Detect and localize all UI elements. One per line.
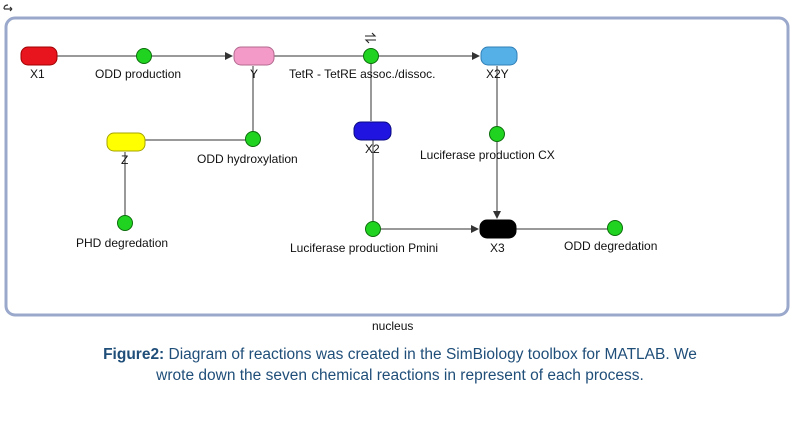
reaction-odd-production[interactable] — [136, 48, 152, 64]
reaction-odd-degredation[interactable] — [607, 220, 623, 236]
species-label-x2y: X2Y — [486, 67, 509, 81]
species-label-x1: X1 — [30, 67, 45, 81]
species-y[interactable] — [233, 46, 275, 66]
species-x3[interactable] — [479, 219, 517, 239]
connection-lines — [57, 52, 608, 233]
species-label-x3: X3 — [490, 241, 505, 255]
species-label-z: Z — [121, 153, 129, 167]
compartment-nucleus[interactable] — [4, 16, 790, 317]
species-label-y: Y — [250, 67, 259, 81]
figure-caption: Figure2: Diagram of reactions was create… — [100, 344, 700, 386]
species-label-x2: X2 — [365, 142, 380, 156]
species-x1[interactable] — [20, 46, 58, 66]
reaction-label-luciferase-cx: Luciferase production CX — [420, 148, 555, 162]
reaction-luciferase-cx[interactable] — [489, 126, 505, 142]
species-x2[interactable] — [353, 121, 392, 141]
expand-icon[interactable] — [3, 4, 13, 12]
compartment-label: nucleus — [372, 319, 414, 333]
reaction-label-odd-hydroxylation: ODD hydroxylation — [197, 152, 298, 166]
caption-figure-number: Figure2: — [103, 346, 165, 363]
reaction-phd-degredation[interactable] — [117, 215, 133, 231]
species-z[interactable] — [106, 132, 146, 152]
reaction-label-odd-degredation: ODD degredation — [564, 239, 658, 253]
caption-text: Diagram of reactions was created in the … — [156, 346, 697, 384]
reaction-luciferase-pmini[interactable] — [365, 221, 381, 237]
reaction-tetr-assoc[interactable] — [363, 48, 379, 64]
reaction-label-luciferase-pmini: Luciferase production Pmini — [290, 241, 439, 255]
reaction-label-phd-degredation: PHD degredation — [76, 236, 169, 250]
reaction-label-tetr: TetR - TetRE assoc./dissoc. — [289, 67, 436, 81]
species-x2y[interactable] — [480, 46, 518, 66]
reversible-arrows-icon — [364, 32, 377, 44]
reaction-label-odd-production: ODD production — [95, 67, 182, 81]
reaction-odd-hydroxylation[interactable] — [245, 131, 261, 147]
